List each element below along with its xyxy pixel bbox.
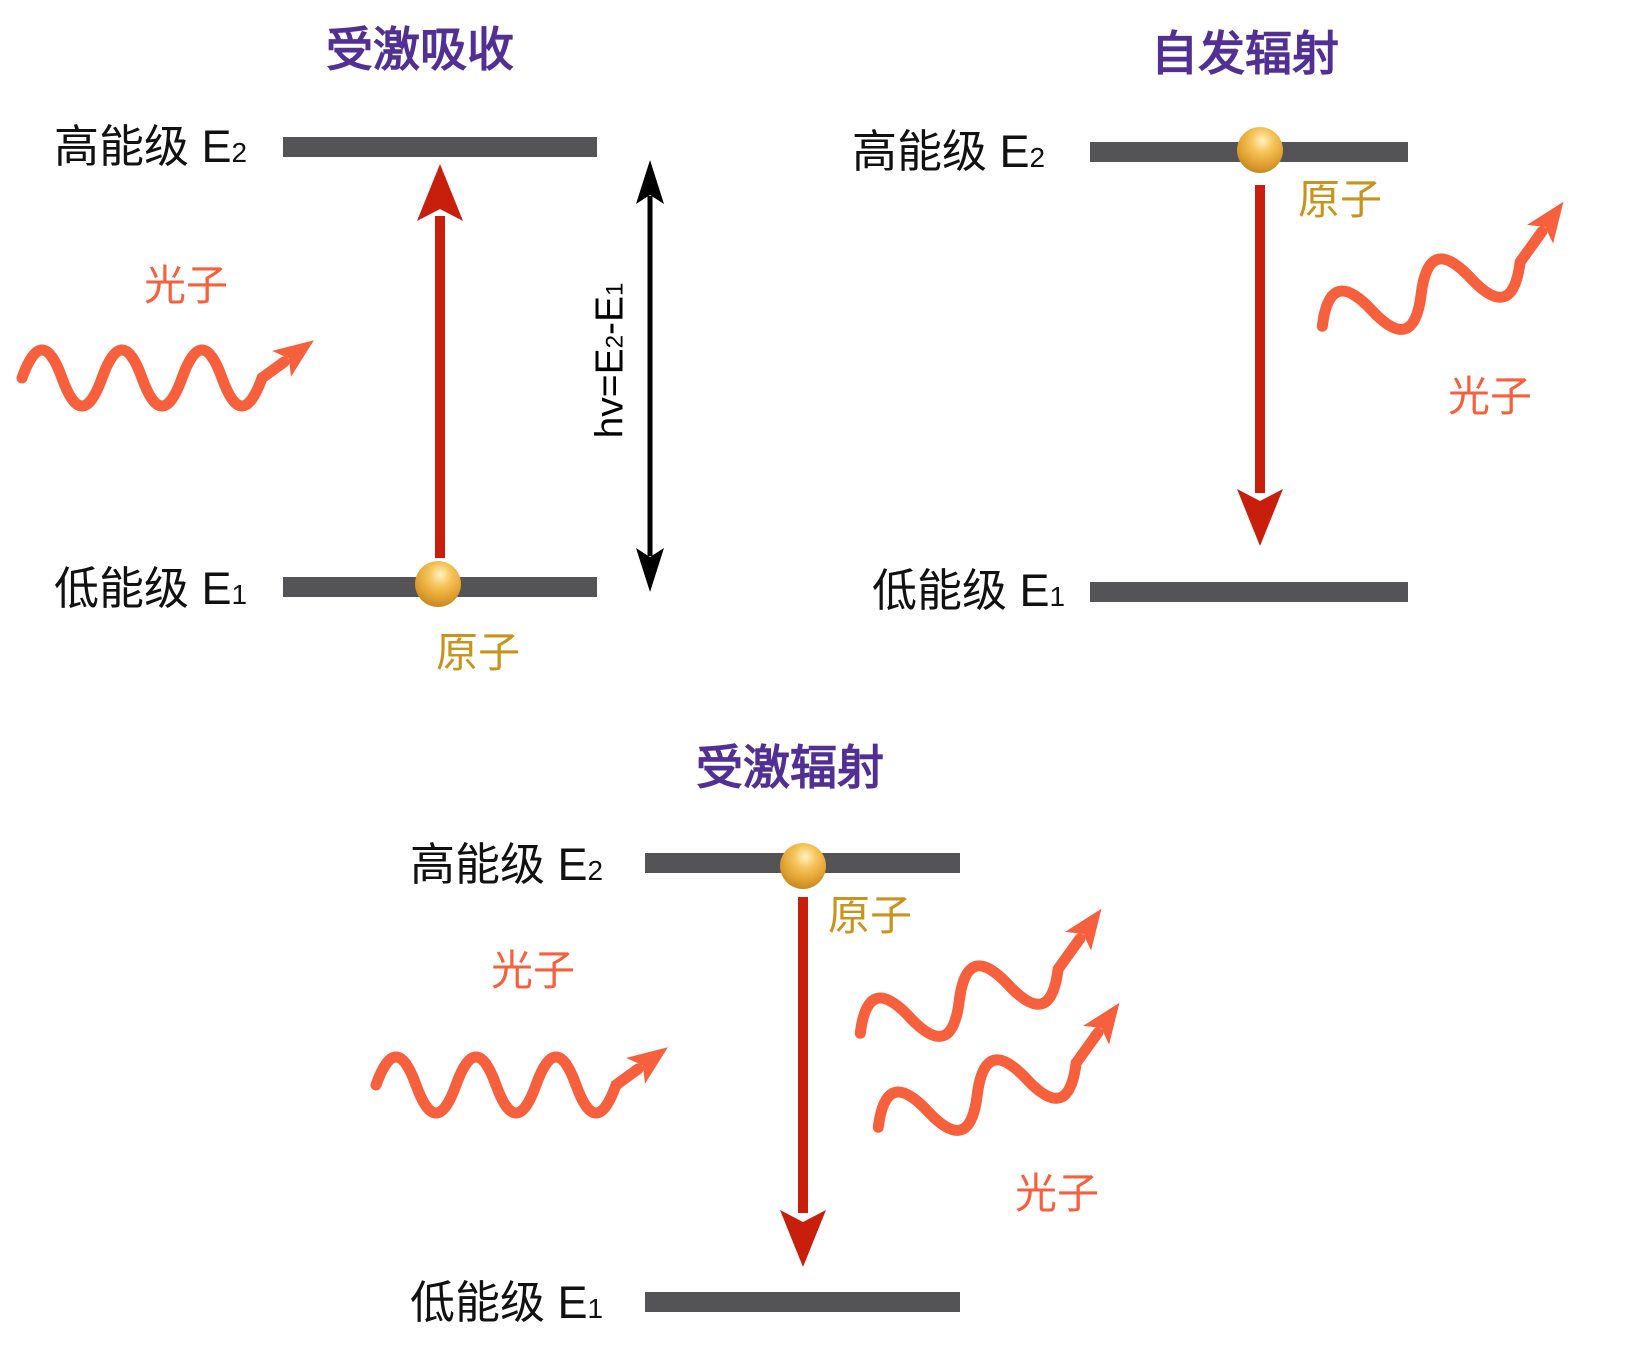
- energy-gap-arrow: [636, 160, 664, 592]
- stimulated-transition-arrow: [780, 897, 826, 1267]
- spontaneous-high-level-label: 高能级 E2: [852, 127, 1045, 177]
- photon-wave-icon: [872, 1002, 1120, 1136]
- stimulated-low-level-label: 低能级 E1: [410, 1278, 603, 1328]
- low-level-subscript: 1: [1049, 581, 1066, 612]
- photon-wave-icon: [370, 1047, 668, 1119]
- energy-gap-sub2: 1: [601, 282, 629, 296]
- atom-sphere: [415, 561, 461, 607]
- spontaneous-transition-arrow: [1237, 185, 1283, 546]
- panel-stimulated-title: 受激辐射: [640, 742, 940, 794]
- photon-wave-icon: [16, 340, 314, 412]
- stimulated-high-level-label: 高能级 E2: [410, 840, 603, 890]
- spontaneous-low-level-bar: [1090, 582, 1408, 602]
- panel-absorption-title-text: 受激吸收: [326, 23, 514, 76]
- high-level-subscript: 2: [231, 137, 248, 168]
- low-level-text: 低能级 E: [410, 1277, 588, 1328]
- absorption-photon-label: 光子: [143, 262, 228, 309]
- energy-gap-label: hv=E2-E1: [588, 210, 633, 510]
- spontaneous-photon-label: 光子: [1447, 373, 1532, 420]
- absorption-high-level-label: 高能级 E2: [54, 122, 247, 172]
- spontaneous-atom-label: 原子: [1297, 176, 1382, 223]
- high-level-subscript: 2: [587, 855, 604, 886]
- panel-stimulated-title-text: 受激辐射: [696, 741, 884, 794]
- high-level-subscript: 2: [1029, 142, 1046, 173]
- panel-absorption-title: 受激吸收: [270, 24, 570, 76]
- atom-sphere: [1237, 127, 1283, 173]
- panel-spontaneous-title-text: 自发辐射: [1151, 27, 1339, 80]
- stimulated-atom-label: 原子: [827, 892, 912, 939]
- spontaneous-low-level-label: 低能级 E1: [872, 566, 1065, 616]
- stimulated-low-level-bar: [645, 1292, 960, 1312]
- absorption-transition-arrow: [417, 164, 463, 558]
- stimulated-incoming-photon-label: 光子: [490, 947, 575, 994]
- energy-gap-part2: -E: [588, 295, 632, 335]
- low-level-subscript: 1: [231, 579, 248, 610]
- high-level-text: 高能级 E: [54, 121, 232, 172]
- absorption-atom-label: 原子: [435, 629, 520, 676]
- low-level-subscript: 1: [587, 1293, 604, 1324]
- photon-wave-icon: [1316, 201, 1564, 335]
- low-level-text: 低能级 E: [872, 565, 1050, 616]
- absorption-low-level-label: 低能级 E1: [54, 564, 247, 614]
- low-level-text: 低能级 E: [54, 563, 232, 614]
- panel-spontaneous-title: 自发辐射: [1095, 28, 1395, 80]
- stimulated-emitted-photon-label: 光子: [1014, 1170, 1099, 1217]
- high-level-text: 高能级 E: [852, 126, 1030, 177]
- energy-gap-part1: hv=E: [588, 348, 632, 439]
- high-level-text: 高能级 E: [410, 839, 588, 890]
- absorption-high-level-bar: [283, 137, 597, 157]
- energy-gap-sub1: 2: [601, 334, 629, 349]
- atom-sphere: [780, 843, 826, 889]
- photon-wave-icon: [854, 908, 1102, 1042]
